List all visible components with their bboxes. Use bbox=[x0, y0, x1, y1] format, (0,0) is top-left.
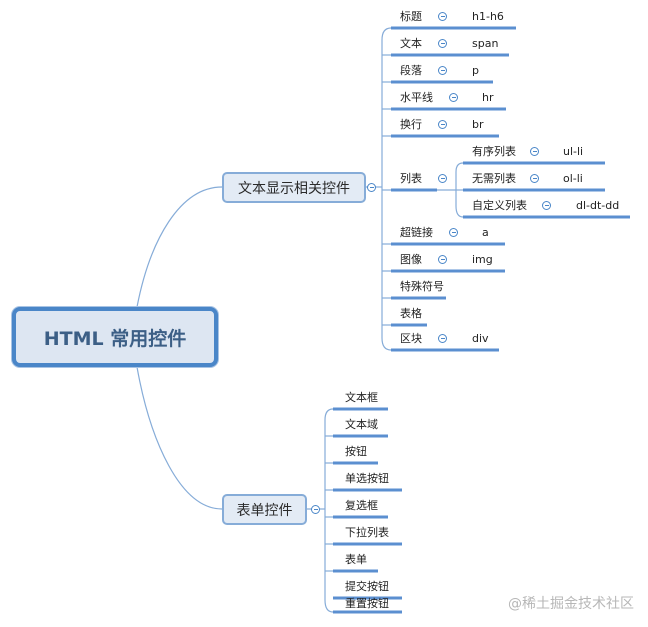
node-dropdown[interactable]: 下拉列表 bbox=[345, 526, 389, 539]
node-div[interactable]: div bbox=[472, 332, 489, 345]
spine-form bbox=[324, 408, 334, 613]
node-title[interactable]: 标题 bbox=[400, 10, 422, 23]
collapse-icon-definition-list[interactable] bbox=[542, 201, 551, 210]
collapse-icon-line-break[interactable] bbox=[438, 120, 447, 129]
node-text[interactable]: 文本 bbox=[400, 37, 422, 50]
node-reset-button[interactable]: 重置按钮 bbox=[345, 597, 389, 610]
node-list[interactable]: 列表 bbox=[400, 172, 422, 185]
node-dl-dt-dd[interactable]: dl-dt-dd bbox=[576, 199, 620, 212]
node-definition-list[interactable]: 自定义列表 bbox=[472, 199, 527, 212]
node-block[interactable]: 区块 bbox=[400, 332, 422, 345]
watermark: @稀土掘金技术社区 bbox=[508, 596, 634, 612]
node-text-input[interactable]: 文本框 bbox=[345, 391, 378, 404]
connector-root-form bbox=[136, 366, 223, 510]
node-unordered-list[interactable]: 无需列表 bbox=[472, 172, 516, 185]
node-radio-button[interactable]: 单选按钮 bbox=[345, 472, 389, 485]
collapse-icon-block[interactable] bbox=[438, 334, 447, 343]
collapse-icon-unordered-list[interactable] bbox=[530, 174, 539, 183]
node-img[interactable]: img bbox=[472, 253, 493, 266]
node-checkbox[interactable]: 复选框 bbox=[345, 499, 378, 512]
node-special-symbols[interactable]: 特殊符号 bbox=[400, 280, 444, 293]
collapse-icon-list[interactable] bbox=[438, 174, 447, 183]
node-br[interactable]: br bbox=[472, 118, 484, 131]
node-ordered-list[interactable]: 有序列表 bbox=[472, 145, 516, 158]
node-table[interactable]: 表格 bbox=[400, 307, 422, 320]
collapse-icon-horizontal-line[interactable] bbox=[449, 93, 458, 102]
collapse-icon-ordered-list[interactable] bbox=[530, 147, 539, 156]
node-image[interactable]: 图像 bbox=[400, 253, 422, 266]
root-node[interactable]: HTML 常用控件 bbox=[12, 307, 218, 367]
node-hr[interactable]: hr bbox=[482, 91, 494, 104]
node-a[interactable]: a bbox=[482, 226, 489, 239]
node-submit-button[interactable]: 提交按钮 bbox=[345, 580, 389, 593]
node-form[interactable]: 表单 bbox=[345, 553, 367, 566]
spine-list bbox=[455, 162, 464, 218]
spine-text bbox=[381, 27, 392, 351]
node-ul-li[interactable]: ul-li bbox=[563, 145, 584, 158]
node-textarea[interactable]: 文本域 bbox=[345, 418, 378, 431]
node-paragraph[interactable]: 段落 bbox=[400, 64, 422, 77]
node-span[interactable]: span bbox=[472, 37, 499, 50]
collapse-icon-text-branch[interactable] bbox=[367, 183, 376, 192]
connector-root-text bbox=[136, 186, 223, 308]
node-horizontal-line[interactable]: 水平线 bbox=[400, 91, 433, 104]
node-hyperlink[interactable]: 超链接 bbox=[400, 226, 433, 239]
node-ol-li[interactable]: ol-li bbox=[563, 172, 583, 185]
branch-form-controls[interactable]: 表单控件 bbox=[222, 494, 307, 525]
node-h1-h6[interactable]: h1-h6 bbox=[472, 10, 504, 23]
collapse-icon-title[interactable] bbox=[438, 12, 447, 21]
collapse-icon-paragraph[interactable] bbox=[438, 66, 447, 75]
collapse-icon-text[interactable] bbox=[438, 39, 447, 48]
branch-text-display[interactable]: 文本显示相关控件 bbox=[222, 172, 366, 203]
collapse-icon-image[interactable] bbox=[438, 255, 447, 264]
node-p[interactable]: p bbox=[472, 64, 479, 77]
node-line-break[interactable]: 换行 bbox=[400, 118, 422, 131]
collapse-icon-form-branch[interactable] bbox=[311, 505, 320, 514]
collapse-icon-hyperlink[interactable] bbox=[449, 228, 458, 237]
node-button[interactable]: 按钮 bbox=[345, 445, 367, 458]
